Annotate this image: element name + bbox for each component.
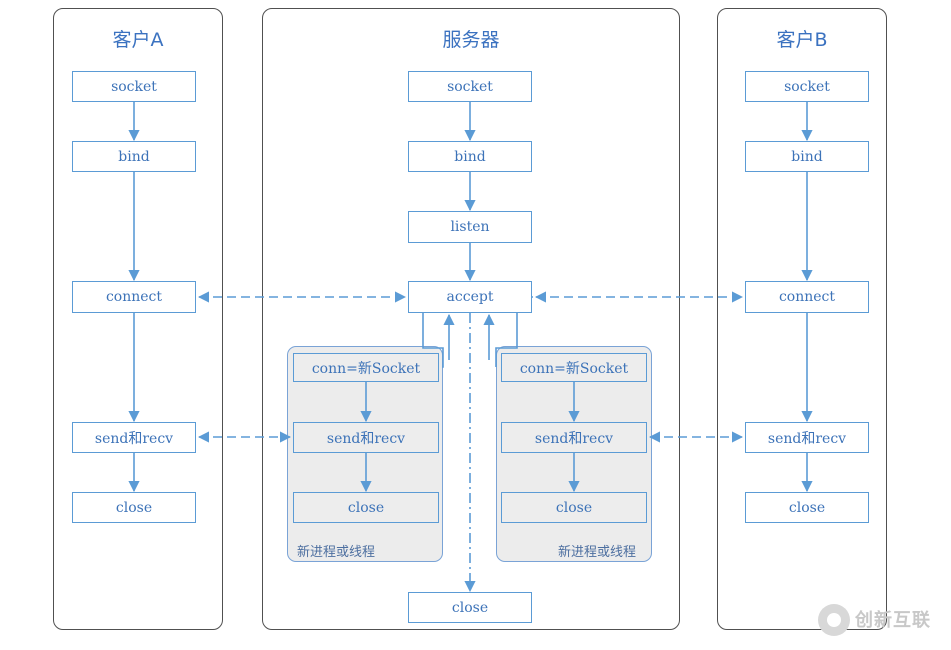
server-socket-box: socket xyxy=(408,71,532,102)
client-b-connect-box: connect xyxy=(745,281,869,313)
server-bind-box: bind xyxy=(408,141,532,172)
worker-right-send-recv-box: send和recv xyxy=(501,422,647,453)
worker-left-send-recv-box: send和recv xyxy=(293,422,439,453)
server-listen-box: listen xyxy=(408,211,532,243)
worker-right-label: 新进程或线程 xyxy=(558,545,637,560)
server-title: 服务器 xyxy=(442,29,500,51)
client-b-bind-box: bind xyxy=(745,141,869,172)
client-a-connect-box: connect xyxy=(72,281,196,313)
watermark-logo-icon xyxy=(818,604,850,636)
watermark-text: 创新互联 xyxy=(855,610,931,631)
worker-left-conn-box: conn=新Socket xyxy=(293,353,439,382)
client-a-title: 客户A xyxy=(112,29,164,51)
worker-left-close-box: close xyxy=(293,492,439,523)
client-b-socket-box: socket xyxy=(745,71,869,102)
client-b-close-box: close xyxy=(745,492,869,523)
server-accept-box: accept xyxy=(408,281,532,313)
client-b-title: 客户B xyxy=(776,29,828,51)
client-a-socket-box: socket xyxy=(72,71,196,102)
client-a-bind-box: bind xyxy=(72,141,196,172)
client-b-panel: 客户B xyxy=(717,8,887,630)
worker-left-label: 新进程或线程 xyxy=(297,545,376,560)
client-b-send-recv-box: send和recv xyxy=(745,422,869,453)
client-a-send-recv-box: send和recv xyxy=(72,422,196,453)
worker-right-close-box: close xyxy=(501,492,647,523)
worker-right-conn-box: conn=新Socket xyxy=(501,353,647,382)
worker-left-container xyxy=(287,346,443,562)
client-a-panel: 客户A xyxy=(53,8,223,630)
server-close-box: close xyxy=(408,592,532,623)
client-a-close-box: close xyxy=(72,492,196,523)
